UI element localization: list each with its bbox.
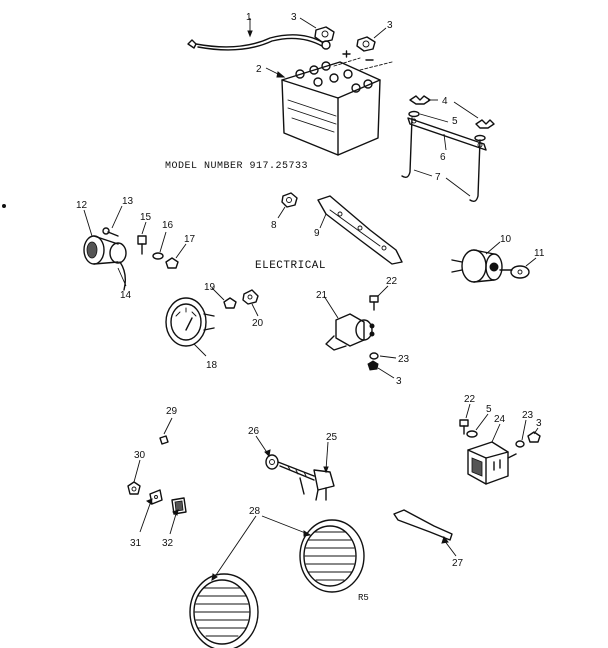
- callout-19: 19: [204, 282, 216, 293]
- lockwasher: [152, 231, 167, 260]
- mounting-bracket: [317, 195, 403, 265]
- page-code: R5: [358, 593, 369, 603]
- callout-1: 1: [246, 12, 252, 23]
- light-socket: [83, 209, 127, 291]
- callout-23-a: 23: [398, 354, 410, 365]
- battery-nut-left: [299, 17, 335, 43]
- callout-7: 7: [435, 172, 441, 183]
- callout-21: 21: [316, 290, 328, 301]
- callout-25: 25: [326, 432, 338, 443]
- harness-connector: [255, 435, 279, 470]
- headlight-lens-right: [299, 519, 365, 593]
- callout-9: 9: [314, 228, 320, 239]
- callout-17: 17: [184, 234, 196, 245]
- rectifier-nut: [527, 427, 541, 443]
- margin-mark: [2, 204, 6, 208]
- callout-4: 4: [442, 96, 448, 107]
- callout-22-a: 22: [386, 276, 398, 287]
- solenoid: [323, 295, 375, 351]
- ignition-switch: [451, 241, 503, 283]
- rectifier-bolt: [459, 403, 471, 435]
- battery: [265, 50, 393, 156]
- callout-15: 15: [140, 212, 152, 223]
- callout-2: 2: [256, 64, 262, 75]
- model-number-label: MODEL NUMBER 917.25733: [165, 161, 308, 172]
- callout-8: 8: [271, 220, 277, 231]
- lamp: [169, 497, 187, 535]
- rectifier-lockwasher: [515, 419, 527, 448]
- wing-nut: [409, 95, 495, 129]
- callout-3-a: 3: [291, 12, 297, 23]
- callout-16: 16: [162, 220, 174, 231]
- rectifier-washer: [466, 413, 489, 438]
- lockwasher-solenoid: [369, 352, 397, 360]
- callout-22-b: 22: [464, 394, 476, 405]
- callout-24: 24: [494, 414, 506, 425]
- callout-31: 31: [130, 538, 142, 549]
- callout-27: 27: [452, 558, 464, 569]
- bracket-nut: [277, 192, 298, 219]
- reflector: [139, 489, 163, 533]
- solenoid-nut: [367, 360, 395, 379]
- callout-12: 12: [76, 200, 88, 211]
- callout-30: 30: [134, 450, 146, 461]
- battery-cable: [187, 18, 331, 51]
- callout-3-b: 3: [387, 20, 393, 31]
- callout-6: 6: [440, 152, 446, 163]
- callout-3-d: 3: [536, 418, 542, 429]
- callout-5-b: 5: [486, 404, 492, 415]
- callout-28: 28: [249, 506, 261, 517]
- section-title: ELECTRICAL: [255, 260, 326, 272]
- callout-14: 14: [120, 290, 132, 301]
- ammeter: [165, 297, 215, 357]
- hold-down-rod: [401, 117, 481, 203]
- callout-3-c: 3: [396, 376, 402, 387]
- callout-29: 29: [166, 406, 178, 417]
- callout-23-b: 23: [522, 410, 534, 421]
- callout-13: 13: [122, 196, 134, 207]
- callout-20: 20: [252, 318, 264, 329]
- callout-10: 10: [500, 234, 512, 245]
- tail-light-lens-bulb: [159, 417, 173, 445]
- ignition-key: [499, 257, 537, 279]
- headlight-leaders: [211, 515, 312, 581]
- tail-light-socket: [127, 459, 141, 495]
- ammeter-nut: [211, 287, 237, 309]
- wiring-harness: [277, 441, 335, 501]
- ammeter-washer: [242, 289, 259, 317]
- rectifier: [467, 423, 517, 485]
- bolt-solenoid: [369, 285, 389, 311]
- callout-5-a: 5: [452, 116, 458, 127]
- callout-26: 26: [248, 426, 260, 437]
- callout-32: 32: [162, 538, 174, 549]
- lamp-bulb: [117, 267, 127, 287]
- retainer-clip: [393, 509, 457, 557]
- screw: [102, 205, 123, 237]
- hold-down-bar: [407, 117, 487, 151]
- callout-11: 11: [534, 248, 545, 259]
- callout-18: 18: [206, 360, 218, 371]
- headlight-lens-left: [189, 573, 259, 648]
- bolt: [137, 221, 147, 255]
- nut-small: [165, 243, 187, 269]
- battery-nut-right: [356, 27, 387, 52]
